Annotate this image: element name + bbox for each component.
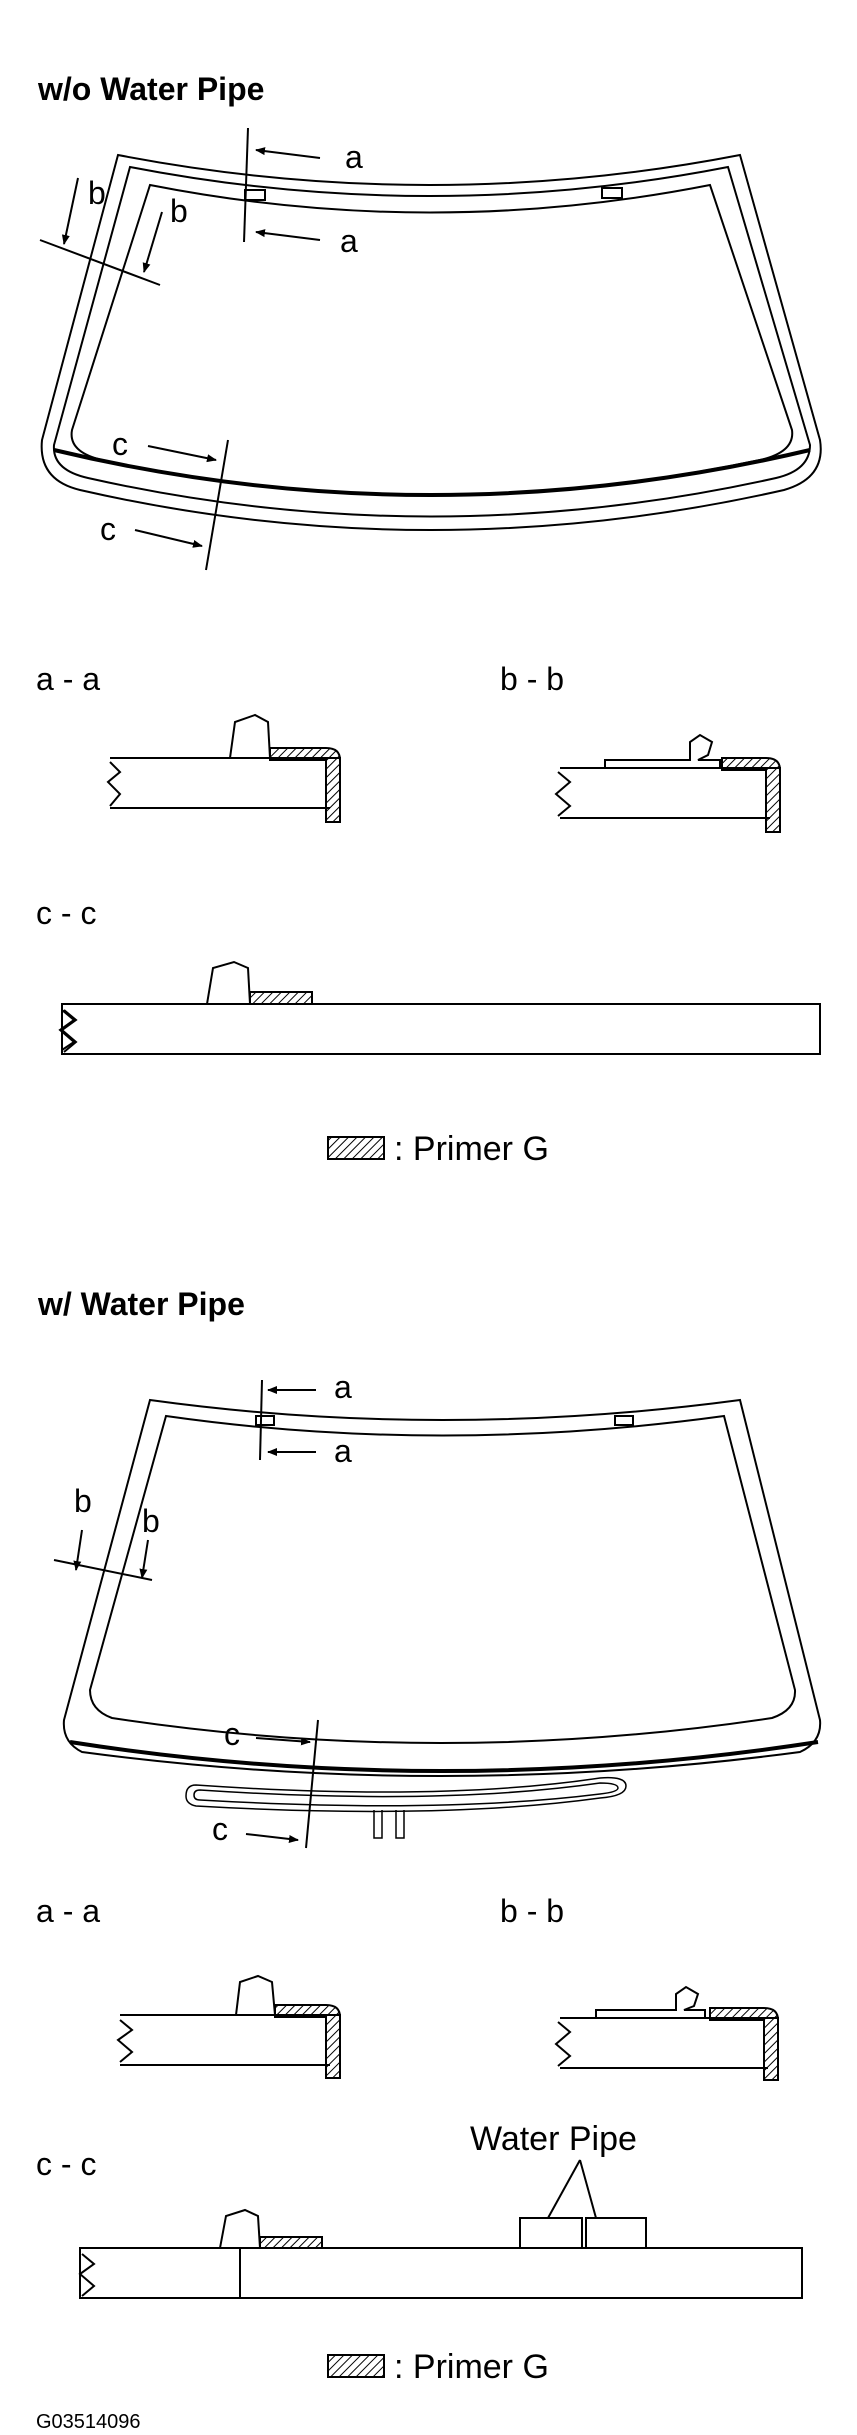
- label-c-upper: c: [112, 426, 128, 462]
- section-bb-detail: [554, 1985, 779, 2081]
- section-aa-detail: [106, 713, 341, 823]
- section-cc-detail: [78, 2159, 803, 2299]
- label-c-lower: c: [212, 1811, 228, 1847]
- label-c-lower: c: [100, 511, 116, 547]
- label-a-upper: a: [334, 1369, 352, 1405]
- section-bb-label: b - b: [500, 1893, 564, 1929]
- windshield-top-view: [62, 1398, 822, 1839]
- section-with-water-pipe: w/ Water Pipe a a b b: [36, 1286, 822, 2386]
- cut-line-b: b b: [39, 175, 188, 286]
- water-pipe-label: Water Pipe: [470, 2120, 637, 2158]
- section-title: w/o Water Pipe: [37, 71, 264, 107]
- cut-line-c: c c: [212, 1716, 319, 1849]
- section-aa-label: a - a: [36, 661, 100, 697]
- water-pipe-right: [585, 2217, 647, 2249]
- legend-text: : Primer G: [394, 1130, 549, 1168]
- section-cc-label: c - c: [36, 2146, 96, 2182]
- section-title: w/ Water Pipe: [37, 1286, 245, 1322]
- label-a-upper: a: [345, 139, 363, 175]
- legend-text: : Primer G: [394, 2348, 549, 2386]
- label-b-inner: b: [170, 193, 188, 229]
- windshield-top-view: [40, 153, 822, 531]
- section-without-water-pipe: w/o Water Pipe a a b b: [36, 71, 822, 1168]
- figure-code: G03514096: [36, 2411, 141, 2433]
- cut-line-a: a a: [243, 127, 363, 259]
- label-b-outer: b: [88, 175, 106, 211]
- cut-line-a: a a: [259, 1369, 352, 1469]
- label-a-lower: a: [340, 223, 358, 259]
- section-aa-detail: [116, 1974, 341, 2079]
- section-cc-label: c - c: [36, 895, 96, 931]
- section-cc-detail: [58, 960, 821, 1055]
- legend-primer-g-top: : Primer G: [327, 1130, 549, 1168]
- label-b-inner: b: [142, 1503, 160, 1539]
- section-aa-label: a - a: [36, 1893, 100, 1929]
- cut-line-c: c c: [100, 426, 229, 571]
- label-c-upper: c: [224, 1716, 240, 1752]
- water-pipe-left: [519, 2217, 583, 2249]
- section-bb-label: b - b: [500, 661, 564, 697]
- section-bb-detail: [554, 733, 781, 833]
- legend-primer-g-bottom: : Primer G: [327, 2348, 549, 2386]
- label-b-outer: b: [74, 1483, 92, 1519]
- label-a-lower: a: [334, 1433, 352, 1469]
- cut-line-b: b b: [53, 1483, 160, 1581]
